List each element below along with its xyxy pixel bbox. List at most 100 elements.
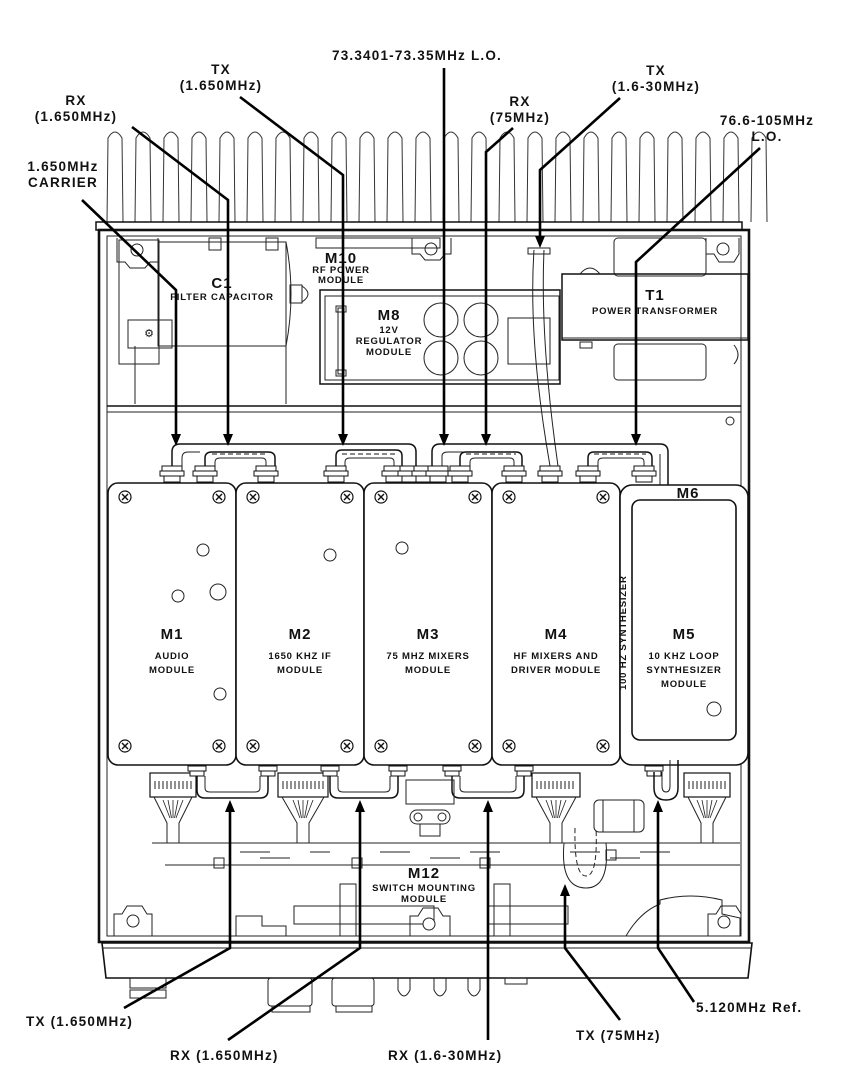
module-m4-name-line-1: HF MIXERS AND (514, 651, 599, 662)
arrow-down-icon (439, 434, 449, 446)
coax-connector-nut (501, 470, 527, 477)
capacitor-endcap (285, 241, 292, 347)
callout-tx-1650-line-2: (1.650MHz) (180, 78, 263, 93)
heatsink-fin (246, 131, 264, 223)
heatsink-fin (442, 131, 460, 223)
front-panel (101, 942, 753, 979)
heatsink-fin (722, 131, 740, 223)
capacitor-clip (265, 237, 279, 251)
module-m2-name-line-1: 1650 KHZ IF (268, 651, 331, 662)
lower-bay: M12 SWITCH MOUNTING MODULE (113, 760, 742, 937)
dc-connector (405, 779, 455, 805)
m8-name-line-1: 12V (379, 325, 398, 336)
coax-connector-base (327, 475, 345, 483)
ribbon-connector (683, 772, 731, 798)
heatsink-fin (358, 131, 376, 223)
switch-body (493, 883, 511, 937)
arrow-down-icon (171, 434, 181, 446)
mounting-tab (113, 905, 153, 936)
m12-designator: M12 (408, 865, 440, 882)
heatsink-fin (666, 131, 684, 223)
coax-jumper (204, 451, 276, 472)
coax-connector-bottom (644, 765, 664, 772)
coax-connector-nut (447, 470, 473, 477)
screw-slot (599, 493, 607, 501)
screw-slot (249, 493, 257, 501)
leader-lo-76 (634, 147, 761, 440)
capacitor-terminal-nut (301, 285, 309, 303)
chassis (97, 228, 753, 1013)
coax-jumper-bottom (653, 760, 679, 801)
heatsink-fin (498, 131, 516, 223)
ribbon-wire (557, 799, 562, 819)
coax-connector-base (196, 475, 214, 483)
screw-slot (121, 493, 129, 501)
ribbon-wire (696, 799, 705, 819)
coax-connector-bottom-nut (260, 770, 276, 777)
coax-jumper (335, 449, 403, 472)
coax-loop (562, 842, 608, 889)
coax-connector-base (635, 475, 653, 483)
transformer-core-bottom (613, 343, 707, 381)
indicator (504, 977, 528, 985)
ribbon-cable (153, 796, 193, 843)
callout-labels: RX (1.650MHz) TX (1.650MHz) 1.650MHz CAR… (26, 48, 813, 1063)
m8-capacitor (423, 302, 459, 338)
module-m2-designator: M2 (289, 626, 312, 643)
coax-connector-nut (253, 470, 279, 477)
screw-slot (377, 493, 385, 501)
coax-connector (194, 465, 216, 472)
coax-connector (449, 465, 471, 472)
module-m2: M2 1650 KHZ IF MODULE (235, 482, 365, 766)
m10-designator: M10 (325, 250, 357, 267)
callout-ref-5120-bottom: 5.120MHz Ref. (696, 1000, 802, 1015)
m8-capacitor (423, 340, 459, 376)
harness-clip (479, 857, 491, 869)
coax-connector-bottom-nut (322, 770, 338, 777)
coax-jumper (431, 443, 669, 488)
leader-rx-75 (484, 127, 514, 440)
screw-slot (505, 493, 513, 501)
mounting-tab (411, 238, 452, 261)
module-m2-name-line-2: MODULE (277, 665, 323, 676)
capacitor-clamp (118, 239, 160, 365)
screw-slot (215, 493, 223, 501)
heatsink-fin (302, 131, 320, 223)
m8-capacitor (463, 340, 499, 376)
arrow-up-icon (355, 800, 365, 812)
callout-carrier-line-2: CARRIER (28, 175, 98, 190)
m8-capacitor (463, 302, 499, 338)
coax-connector-nut (631, 470, 657, 477)
coax-connector-nut (159, 470, 185, 477)
capacitor-clamp-bracket (127, 319, 173, 349)
coax-connector (539, 465, 561, 472)
coax-connector-base (579, 475, 597, 483)
module-m5-name-line-1: 10 KHZ LOOP (648, 651, 719, 662)
module-m1-panel (107, 482, 237, 766)
module-m1: M1 AUDIO MODULE (107, 482, 237, 766)
heatsink-fin (554, 131, 572, 223)
module-m3-designator: M3 (417, 626, 440, 643)
module-m4-name-line-2: DRIVER MODULE (511, 665, 601, 676)
leader-tx-1630 (538, 97, 621, 240)
module-m3-panel (363, 482, 493, 766)
mounting-hole (725, 416, 735, 426)
heatsink-fin (750, 131, 768, 223)
coax-connector-base (541, 475, 559, 483)
t1-designator: T1 (645, 287, 665, 304)
arrow-up-icon (560, 884, 570, 896)
leader-rx-1650 (131, 125, 230, 440)
coax-connector-bottom (320, 765, 340, 772)
mounting-tab (116, 238, 159, 269)
ribbon-wire (304, 799, 309, 819)
ribbon-wire (708, 799, 713, 819)
mounting-tab (705, 238, 740, 263)
coax-jumper (171, 443, 417, 472)
heatsink-fin (330, 131, 348, 223)
coax-connector-bottom (388, 765, 408, 772)
module-connectors-top (159, 465, 679, 497)
screw-slot (471, 742, 479, 750)
capacitor-body (157, 241, 287, 347)
arrow-down-icon (223, 434, 233, 446)
coax-jumper-bottom (451, 776, 525, 799)
